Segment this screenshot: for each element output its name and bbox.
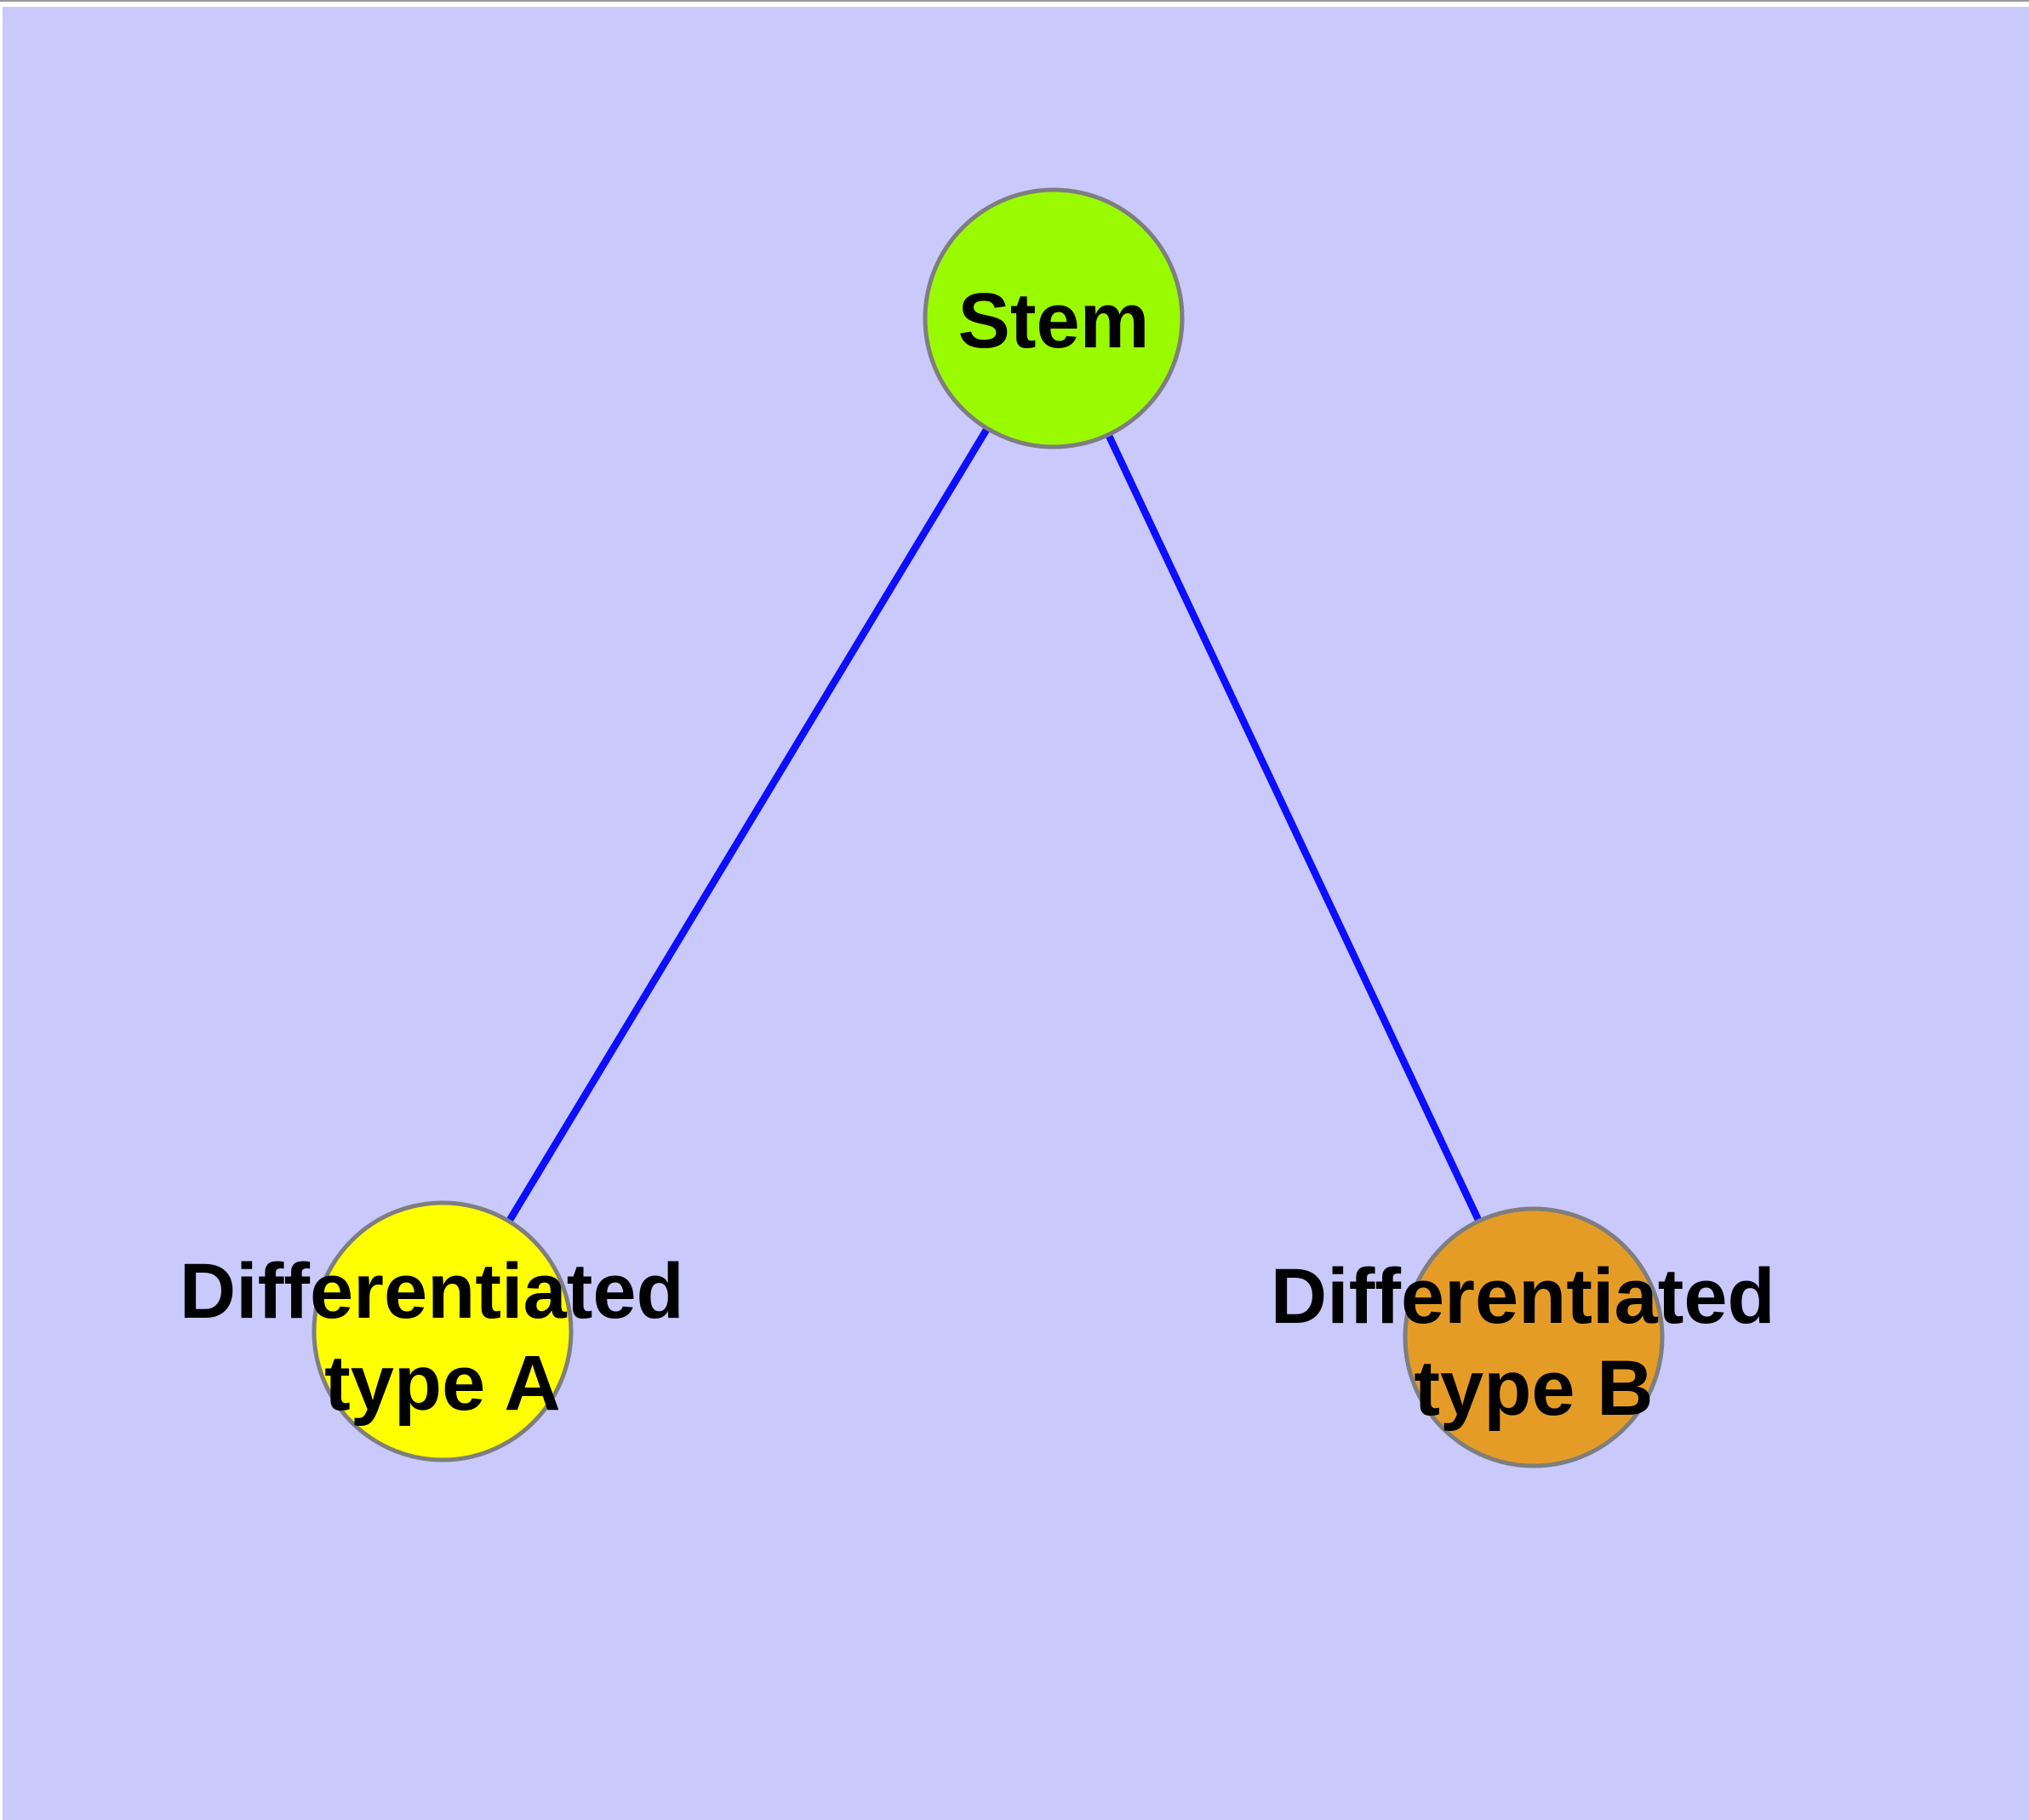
node-type-b-circle: [1403, 1206, 1665, 1468]
node-type-a-circle: [311, 1200, 574, 1462]
node-stem-circle: [923, 187, 1185, 449]
node-type-b-label-line1: Differentiated: [1271, 1253, 1775, 1340]
node-type-b-label: Differentiated type B: [1271, 1253, 1798, 1432]
edge-stem-to-type-a: [438, 314, 1058, 1336]
node-type-a-label: Differentiated type A: [180, 1248, 706, 1427]
top-white-strip: [0, 2, 2029, 7]
node-type-a-label-line1: Differentiated: [180, 1248, 684, 1335]
top-hairline: [0, 0, 2029, 2]
edge-stem-to-type-b: [1049, 314, 1538, 1342]
node-type-a-label-line2: type A: [324, 1340, 561, 1427]
node-type-b-label-line2: type B: [1414, 1345, 1653, 1432]
node-stem-label: Stem: [958, 278, 1150, 364]
